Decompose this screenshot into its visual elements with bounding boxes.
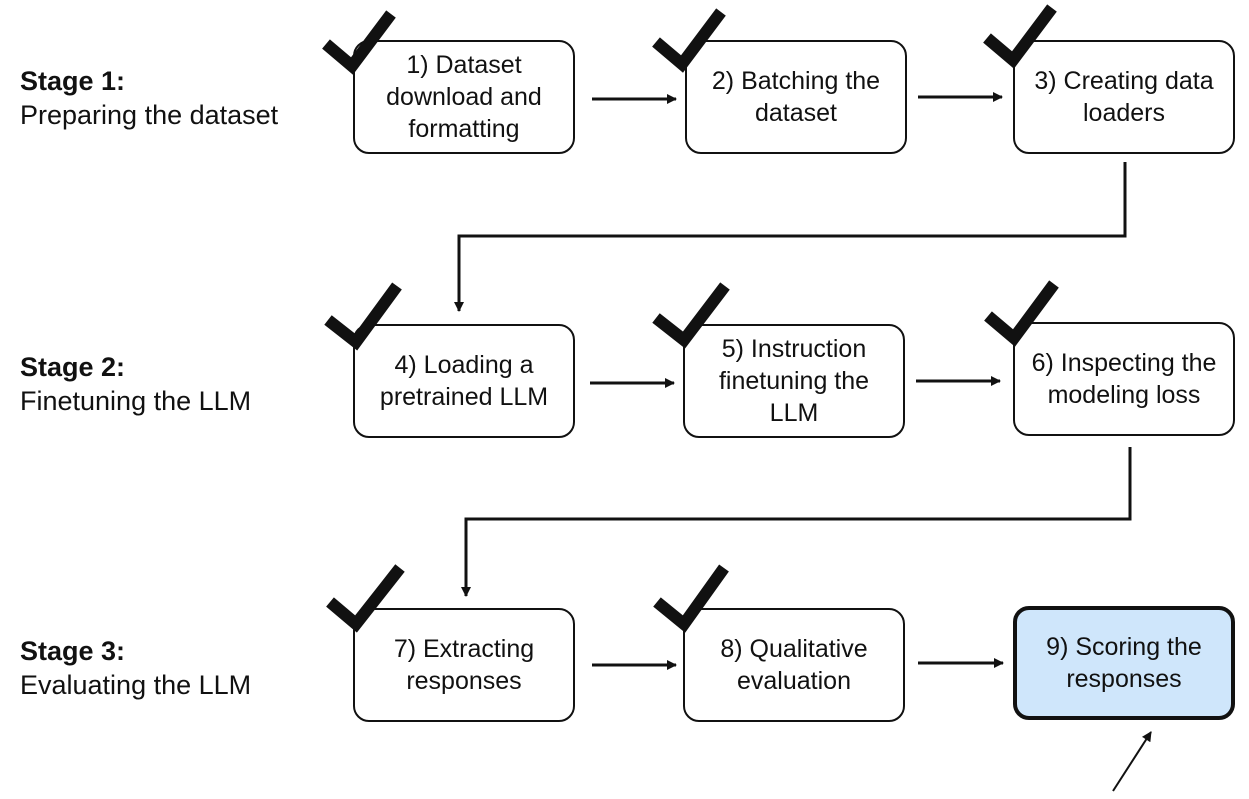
step-1-label: 1) Dataset download and formatting xyxy=(386,51,542,143)
step-8-box: 8) Qualitative evaluation xyxy=(683,608,905,722)
stage-2-label: Stage 2: Finetuning the LLM xyxy=(20,350,251,418)
stage-2-subtitle: Finetuning the LLM xyxy=(20,386,252,416)
step-7-label: 7) Extracting responses xyxy=(393,635,535,695)
pointer-arrow xyxy=(1112,731,1152,792)
checkmark-icon xyxy=(653,564,729,633)
step-4-box: 4) Loading a pretrained LLM xyxy=(353,324,575,438)
step-5-box: 5) Instruction finetuning the LLM xyxy=(683,324,905,438)
stage-1-label: Stage 1: Preparing the dataset xyxy=(20,64,278,132)
arrow-3-to-4 xyxy=(454,162,1127,312)
checkmark-icon xyxy=(326,564,405,633)
step-2-box: 2) Batching the dataset xyxy=(685,40,907,154)
step-9-box: 9) Scoring the responses xyxy=(1013,606,1235,720)
step-6-box: 6) Inspecting the modeling loss xyxy=(1013,322,1235,436)
step-8-label: 8) Qualitative evaluation xyxy=(720,635,868,695)
checkmark-icon xyxy=(652,8,726,73)
stage-2-title: Stage 2: xyxy=(20,352,126,382)
stage-3-title: Stage 3: xyxy=(20,636,126,666)
checkmark-icon xyxy=(652,282,730,349)
checkmark-icon xyxy=(322,10,396,75)
checkmark-icon xyxy=(984,280,1059,347)
step-6-label: 6) Inspecting the modeling loss xyxy=(1031,349,1217,409)
step-2-label: 2) Batching the dataset xyxy=(711,67,881,127)
step-3-label: 3) Creating data loaders xyxy=(1034,67,1214,127)
stage-3-subtitle: Evaluating the LLM xyxy=(20,670,252,700)
arrow-6-to-7 xyxy=(461,447,1132,597)
checkmark-icon xyxy=(324,282,402,351)
stage-1-subtitle: Preparing the dataset xyxy=(20,100,279,130)
step-1-box: 1) Dataset download and formatting xyxy=(353,40,575,154)
step-5-label: 5) Instruction finetuning the LLM xyxy=(718,335,870,427)
step-4-label: 4) Loading a pretrained LLM xyxy=(379,351,549,411)
step-7-box: 7) Extracting responses xyxy=(353,608,575,722)
stage-1-title: Stage 1: xyxy=(20,66,126,96)
stage-3-label: Stage 3: Evaluating the LLM xyxy=(20,634,251,702)
checkmark-icon xyxy=(983,4,1057,69)
step-9-label: 9) Scoring the responses xyxy=(1046,633,1202,693)
step-3-box: 3) Creating data loaders xyxy=(1013,40,1235,154)
